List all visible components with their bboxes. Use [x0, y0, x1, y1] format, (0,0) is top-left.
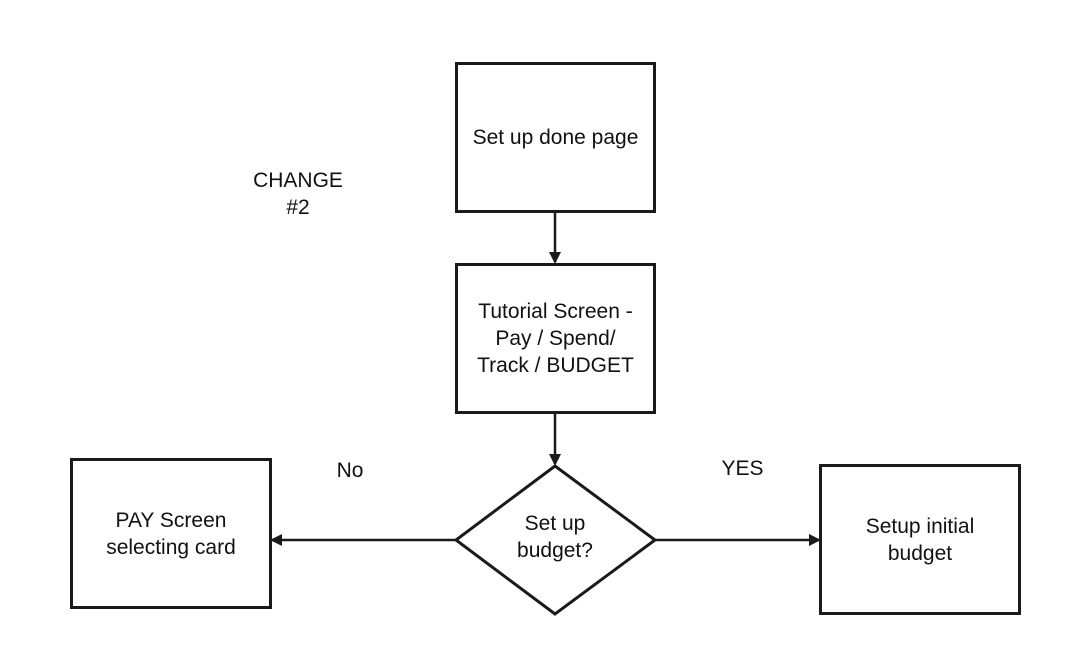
node-tutorial-screen-label: Tutorial Screen - Pay / Spend/ Track / B… [477, 300, 634, 377]
node-setup-budget: Setup initial budget [819, 464, 1021, 615]
edge-label-no: No [336, 459, 364, 482]
node-setup-done: Set up done page [455, 62, 656, 213]
node-pay-screen: PAY Screen selecting card [70, 458, 272, 609]
decision-diamond [453, 464, 658, 616]
change-annotation: CHANGE #2 [253, 169, 343, 219]
decision-label: Set up budget? [517, 512, 593, 562]
node-setup-done-label: Set up done page [472, 126, 639, 149]
node-setup-budget-label: Setup initial budget [865, 514, 975, 565]
node-tutorial-screen: Tutorial Screen - Pay / Spend/ Track / B… [455, 263, 656, 414]
node-pay-screen-label: PAY Screen selecting card [106, 508, 236, 559]
edge-label-yes: YES [721, 457, 764, 480]
